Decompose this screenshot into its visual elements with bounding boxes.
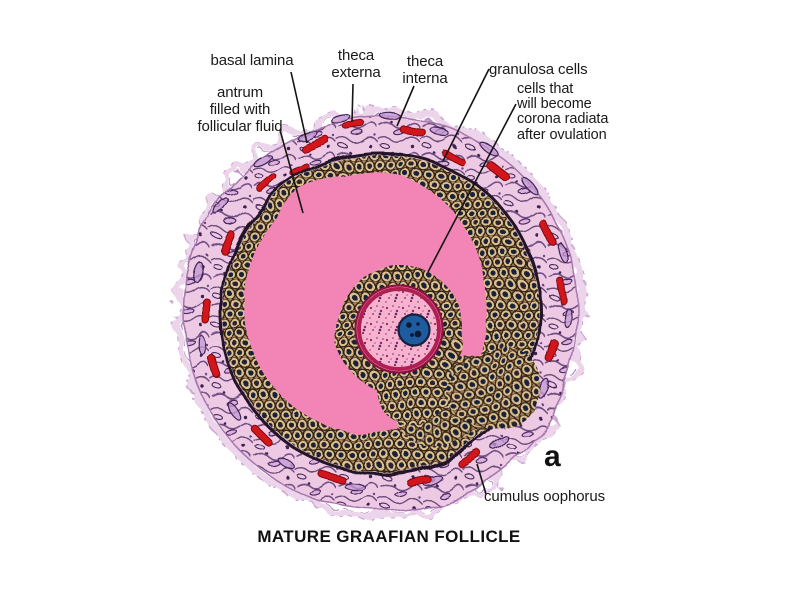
leader-antrum: [279, 129, 304, 214]
leader-theca-interna: [396, 85, 415, 127]
leader-theca-externa: [351, 83, 354, 123]
label-theca-externa: theca externa: [331, 47, 381, 81]
label-granulosa-cells: granulosa cells: [489, 61, 588, 78]
oocyte-nucleus: [397, 313, 431, 347]
leader-basal-lamina: [290, 71, 308, 144]
label-corona-radiata-cells: cells that will become corona radiata af…: [517, 81, 609, 143]
figure-caption: MATURE GRAAFIAN FOLLICLE: [257, 527, 521, 546]
label-theca-interna: theca interna: [402, 53, 448, 87]
label-basal-lamina: basal lamina: [210, 52, 294, 69]
label-antrum: antrum filled with follicular fluid: [197, 84, 283, 135]
leader-cumulus-oophorus: [476, 463, 487, 495]
nucleus-chromatin: [406, 322, 422, 338]
basal-lamina-ring: [219, 151, 543, 475]
leader-lines: [279, 68, 517, 495]
theca-spindle-cells: [193, 111, 573, 492]
leader-corona-radiata: [427, 103, 517, 273]
label-cumulus-oophorus: cumulus oophorus: [484, 488, 605, 505]
oocyte: [354, 284, 444, 374]
panel-letter: a: [544, 440, 561, 473]
leader-granulosa-cells: [442, 68, 490, 162]
